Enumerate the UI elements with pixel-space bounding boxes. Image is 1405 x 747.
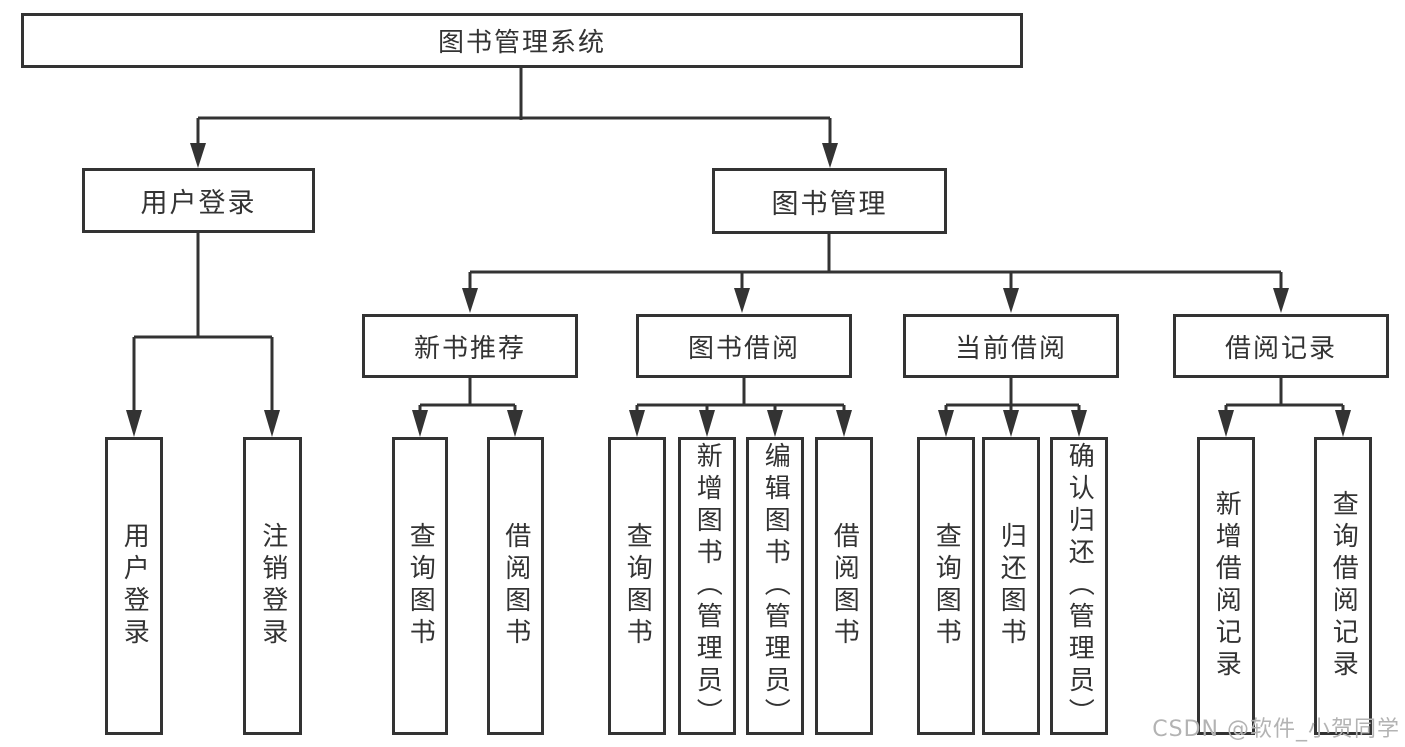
- node-new-book-recommend: 新书推荐: [362, 314, 578, 378]
- arrowheads: [126, 143, 1351, 437]
- leaf-borrow-books-recommend: 借阅图书: [487, 437, 544, 735]
- node-book-management: 图书管理: [712, 168, 947, 234]
- leaf-borrow-books-borrowing: 借阅图书: [815, 437, 873, 735]
- leaf-edit-books-admin: 编辑图书（管理员）: [746, 437, 804, 735]
- node-borrow-records: 借阅记录: [1173, 314, 1389, 378]
- connector-strokes: [132, 68, 1345, 416]
- leaf-add-books-admin: 新增图书（管理员）: [678, 437, 736, 735]
- leaf-user-login: 用户登录: [105, 437, 163, 735]
- node-book-borrowing: 图书借阅: [636, 314, 852, 378]
- leaf-query-books-borrowing: 查询图书: [608, 437, 666, 735]
- node-library-system: 图书管理系统: [21, 13, 1023, 68]
- leaf-query-books-recommend: 查询图书: [392, 437, 448, 735]
- leaf-return-books: 归还图书: [982, 437, 1040, 735]
- leaf-query-borrow-record: 查询借阅记录: [1314, 437, 1372, 735]
- node-current-borrowing: 当前借阅: [903, 314, 1119, 378]
- leaf-confirm-return-admin: 确认归还（管理员）: [1050, 437, 1108, 735]
- leaf-logout: 注销登录: [243, 437, 302, 735]
- leaf-add-borrow-record: 新增借阅记录: [1197, 437, 1255, 735]
- node-user-login: 用户登录: [82, 168, 315, 233]
- leaf-query-books-current: 查询图书: [917, 437, 975, 735]
- csdn-watermark: CSDN @软件_小贺同学: [1152, 717, 1400, 742]
